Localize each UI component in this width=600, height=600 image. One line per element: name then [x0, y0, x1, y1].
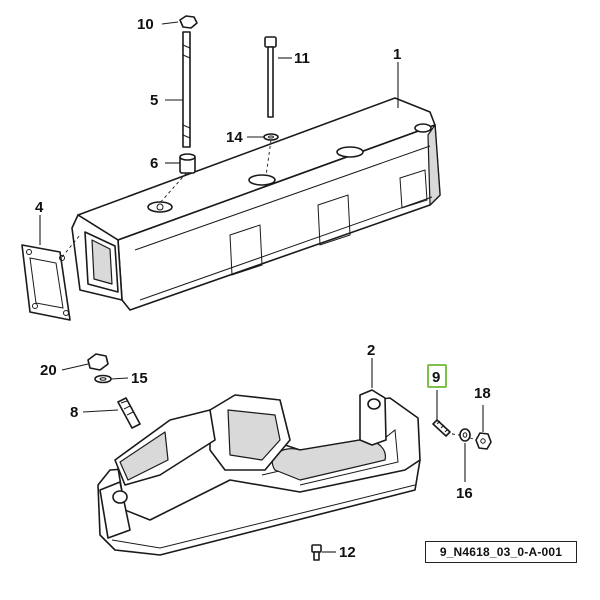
callout-9: 9	[432, 369, 440, 386]
part-15-washer	[94, 374, 112, 384]
part-11-bolt	[264, 36, 277, 118]
callout-12: 12	[339, 544, 356, 561]
part-16-washer	[459, 428, 471, 442]
callout-labels: 10 5 6 11 14 1 4 2 20 15 8 9 18 16 12	[35, 16, 491, 561]
callout-15: 15	[131, 370, 148, 387]
part-6-sleeve	[179, 153, 196, 174]
callout-14: 14	[226, 129, 243, 146]
part-20-nut	[87, 353, 109, 371]
callout-10: 10	[137, 16, 154, 33]
part-4-gasket	[21, 244, 71, 321]
leader-lines	[39, 21, 484, 553]
callout-4: 4	[35, 199, 44, 216]
part-8-stud	[117, 397, 141, 429]
callout-16: 16	[456, 485, 473, 502]
callout-9-highlight	[427, 364, 447, 388]
part-10-nut	[179, 15, 198, 29]
part-1-upper-housing	[71, 97, 441, 311]
part-18-nut	[475, 432, 492, 450]
callout-11: 11	[294, 50, 310, 67]
callout-8: 8	[70, 404, 78, 421]
callout-1: 1	[393, 46, 401, 63]
callout-2: 2	[367, 342, 375, 359]
part-5-long-stud	[182, 31, 191, 148]
callout-6: 6	[150, 155, 158, 172]
callout-18: 18	[474, 385, 491, 402]
callout-20: 20	[40, 362, 57, 379]
part-14-washer	[263, 133, 279, 141]
drawing-reference-code: 9_N4618_03_0-A-001	[425, 541, 577, 563]
part-9-stud	[432, 419, 451, 437]
callout-5: 5	[150, 92, 158, 109]
part-2-lower-housing	[97, 389, 421, 556]
part-12-screw	[311, 544, 322, 561]
